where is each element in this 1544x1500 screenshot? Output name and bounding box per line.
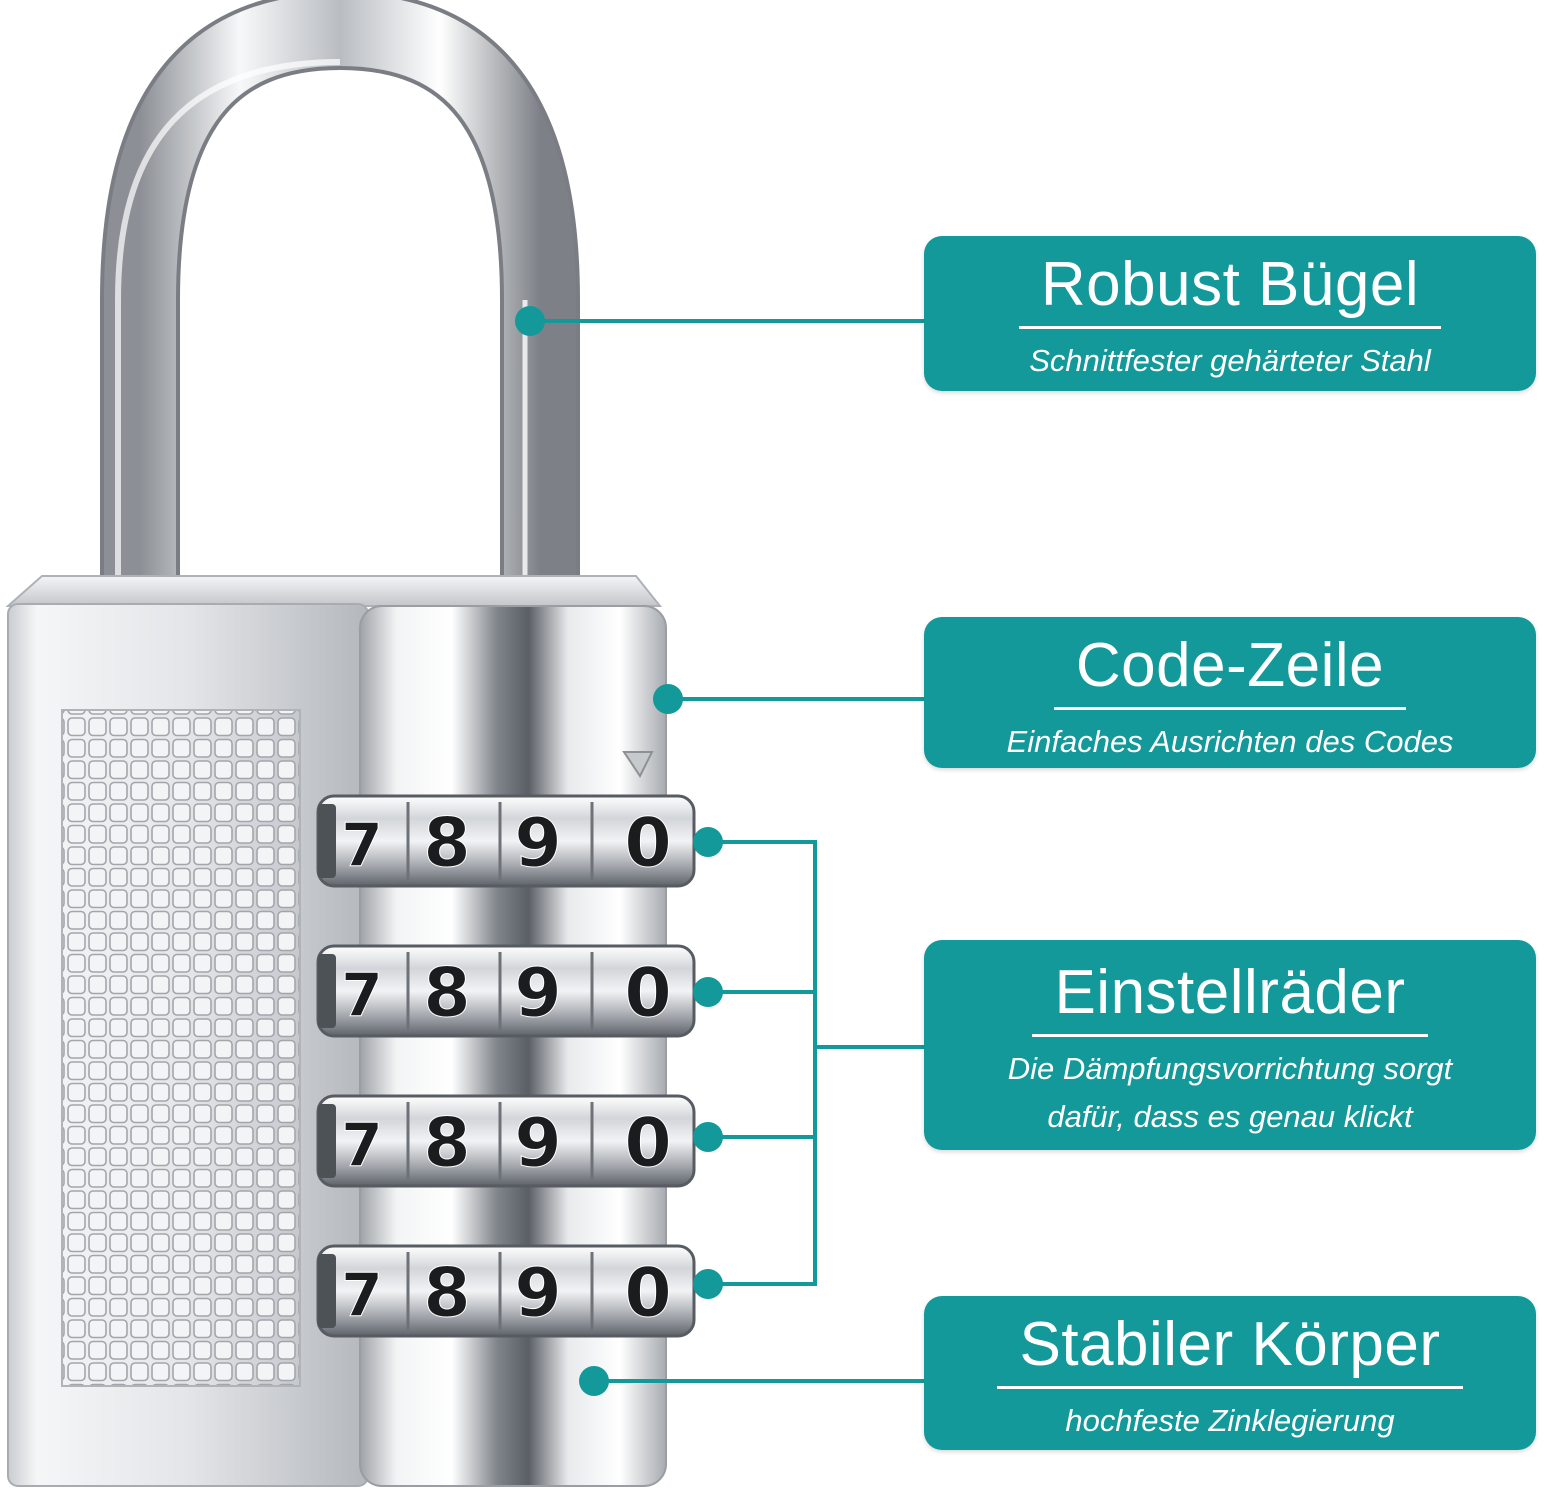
dial-cylinder xyxy=(359,605,667,1487)
callout-description: hochfeste Zinklegierung xyxy=(924,1397,1536,1445)
dial-digit: 7 xyxy=(341,961,383,1031)
dial-digit: 8 xyxy=(423,1254,470,1333)
dial-edge xyxy=(318,954,336,1028)
dial-digit: 0 xyxy=(624,1254,671,1333)
dial-digit: 7 xyxy=(341,1261,383,1331)
callout-description: Einfaches Ausrichten des Codes xyxy=(924,718,1536,766)
callout-title: Code-Zeile xyxy=(1053,635,1407,710)
dial-digit: 8 xyxy=(423,954,470,1033)
callout-robust-bugel: Robust Bügel Schnittfester gehärteter St… xyxy=(924,236,1536,391)
callout-description-line: hochfeste Zinklegierung xyxy=(1065,1403,1395,1438)
callout-title: Stabiler Körper xyxy=(997,1314,1463,1389)
dial-edge xyxy=(318,1104,336,1178)
dial-digit: 8 xyxy=(423,1104,470,1183)
callout-connectors xyxy=(530,319,924,1383)
callout-dots xyxy=(515,306,723,1396)
callout-description: Die Dämpfungsvorrichtung sorgt dafür, da… xyxy=(924,1045,1536,1141)
dial-digit: 9 xyxy=(514,1254,561,1333)
callout-title: Robust Bügel xyxy=(1018,254,1442,329)
callout-title: Einstellräder xyxy=(1032,962,1428,1037)
grip-pattern xyxy=(61,709,301,1387)
dial-digit: 0 xyxy=(624,804,671,883)
callout-description-line: Einfaches Ausrichten des Codes xyxy=(1006,724,1454,759)
callout-einstellrader: Einstellräder Die Dämpfungsvorrichtung s… xyxy=(924,940,1536,1150)
dial-digit: 9 xyxy=(514,804,561,883)
callout-description-line: Schnittfester gehärteter Stahl xyxy=(1029,343,1431,378)
code-line-mark xyxy=(622,751,654,778)
dial-edge xyxy=(318,1254,336,1328)
callout-description-line: dafür, dass es genau klickt xyxy=(1047,1099,1413,1135)
shackle-highlight xyxy=(104,0,576,600)
dial-digit: 7 xyxy=(341,811,383,881)
dial-digit: 9 xyxy=(514,954,561,1033)
dial-edge xyxy=(318,804,336,878)
dial-digit: 0 xyxy=(624,954,671,1033)
callout-code-zeile: Code-Zeile Einfaches Ausrichten des Code… xyxy=(924,617,1536,768)
dial-digit: 8 xyxy=(423,804,470,883)
callout-stabiler-korper: Stabiler Körper hochfeste Zinklegierung xyxy=(924,1296,1536,1450)
callout-description: Schnittfester gehärteter Stahl xyxy=(924,337,1536,385)
body-top-cap xyxy=(5,575,663,607)
dial-digit: 0 xyxy=(624,1104,671,1183)
dial-digit: 9 xyxy=(514,1104,561,1183)
callout-description-line: Die Dämpfungsvorrichtung sorgt xyxy=(1007,1051,1453,1086)
dial-digit: 7 xyxy=(341,1111,383,1181)
